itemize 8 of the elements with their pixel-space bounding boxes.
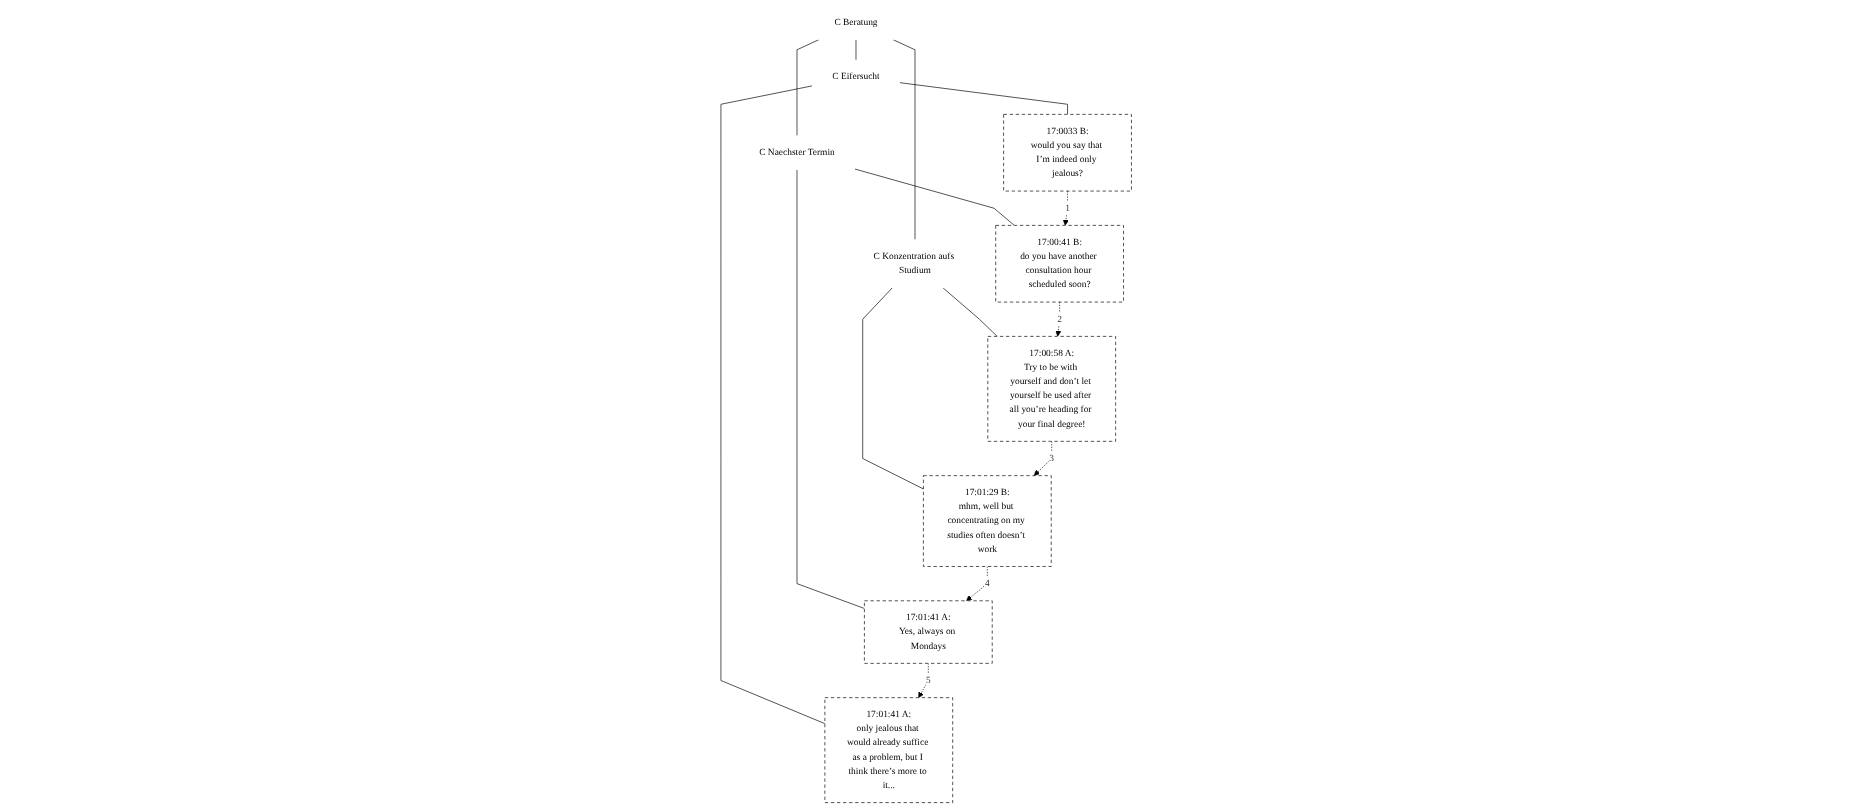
connector [893, 39, 917, 240]
connector [797, 39, 820, 136]
connector [855, 168, 1016, 226]
connector [900, 82, 1069, 115]
connector [943, 287, 999, 337]
connector [797, 169, 866, 609]
connector [863, 287, 925, 490]
connector [721, 85, 827, 724]
